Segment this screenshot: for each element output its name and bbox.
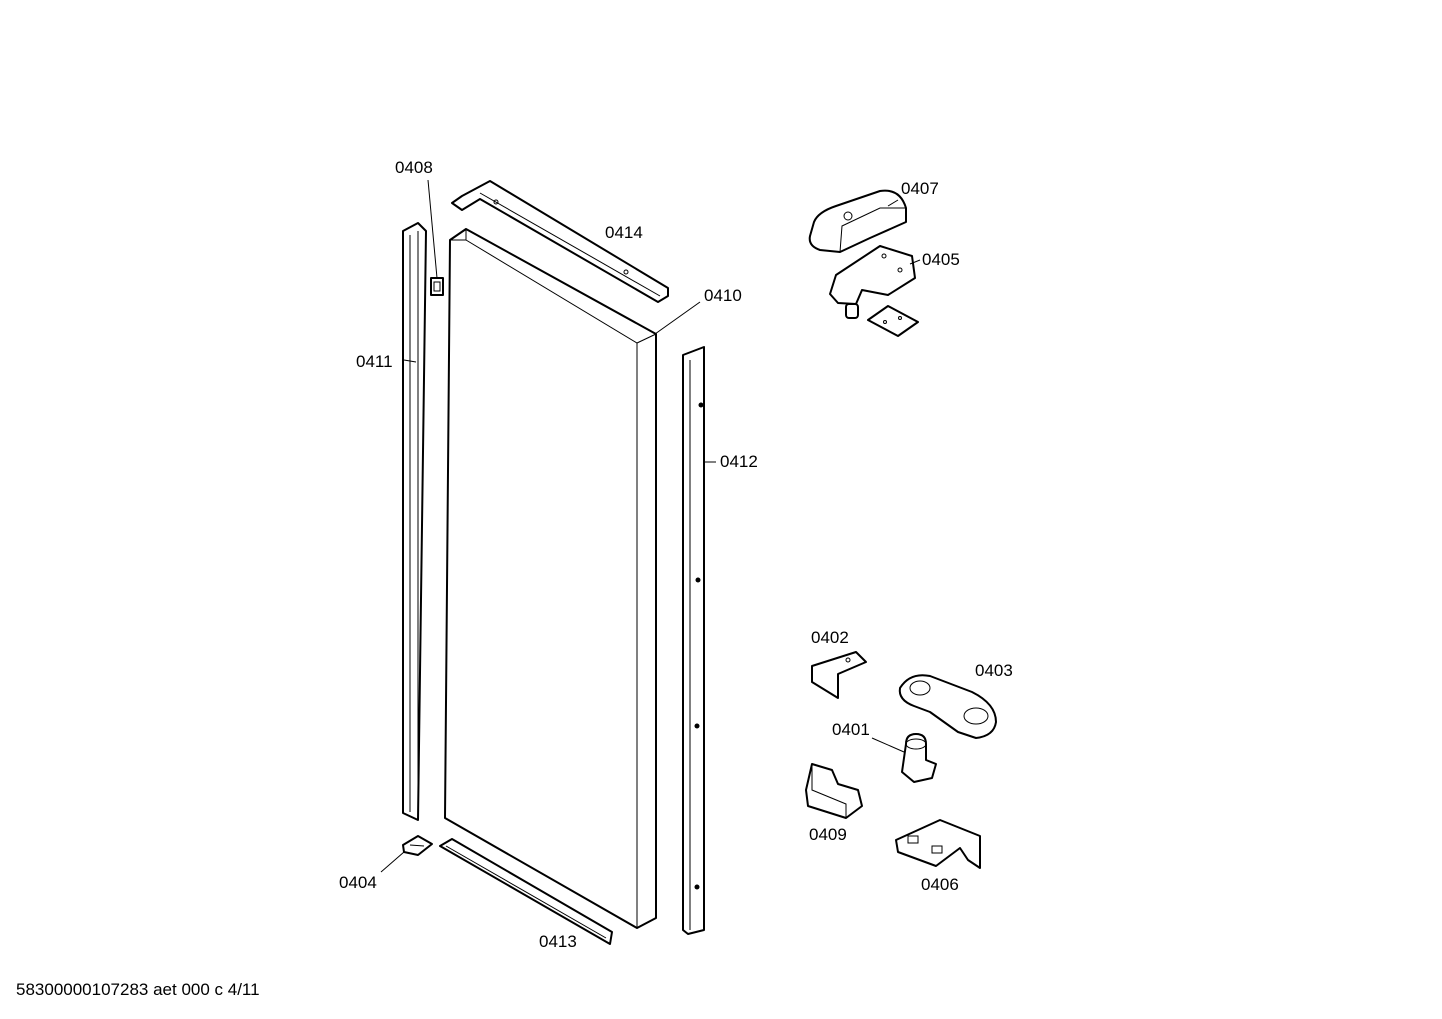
part-0409-drawing[interactable] — [805, 763, 863, 819]
part-0411-drawing[interactable] — [402, 222, 427, 821]
part-0414-drawing[interactable] — [451, 180, 669, 303]
part-0410-drawing[interactable] — [444, 228, 657, 929]
label-0412: 0412 — [720, 452, 758, 471]
part-0406-drawing[interactable] — [895, 819, 981, 869]
label-0401: 0401 — [832, 720, 870, 739]
label-0404: 0404 — [339, 873, 377, 892]
label-0413: 0413 — [539, 932, 577, 951]
part-0404-drawing[interactable] — [402, 835, 433, 856]
part-0407-drawing[interactable] — [808, 189, 907, 253]
label-0409: 0409 — [809, 825, 847, 844]
label-0407: 0407 — [901, 179, 939, 198]
part-0402-drawing[interactable] — [811, 651, 867, 699]
part-0408-drawing[interactable] — [430, 277, 444, 296]
label-0402: 0402 — [811, 628, 849, 647]
label-0410: 0410 — [704, 286, 742, 305]
part-0405-drawing[interactable] — [829, 245, 919, 337]
part-0403-drawing[interactable] — [898, 674, 997, 739]
part-0412-drawing[interactable] — [682, 346, 705, 935]
leader-lines — [380, 179, 921, 873]
label-0411: 0411 — [356, 352, 393, 371]
document-footer-id: 58300000107283 aet 000 c 4/11 — [16, 980, 260, 999]
part-0401-drawing[interactable] — [901, 733, 937, 783]
label-0403: 0403 — [975, 661, 1013, 680]
label-0406: 0406 — [921, 875, 959, 894]
label-0408: 0408 — [395, 158, 433, 177]
label-0405: 0405 — [922, 250, 960, 269]
label-0414: 0414 — [605, 223, 643, 242]
part-0413-drawing[interactable] — [439, 838, 613, 945]
